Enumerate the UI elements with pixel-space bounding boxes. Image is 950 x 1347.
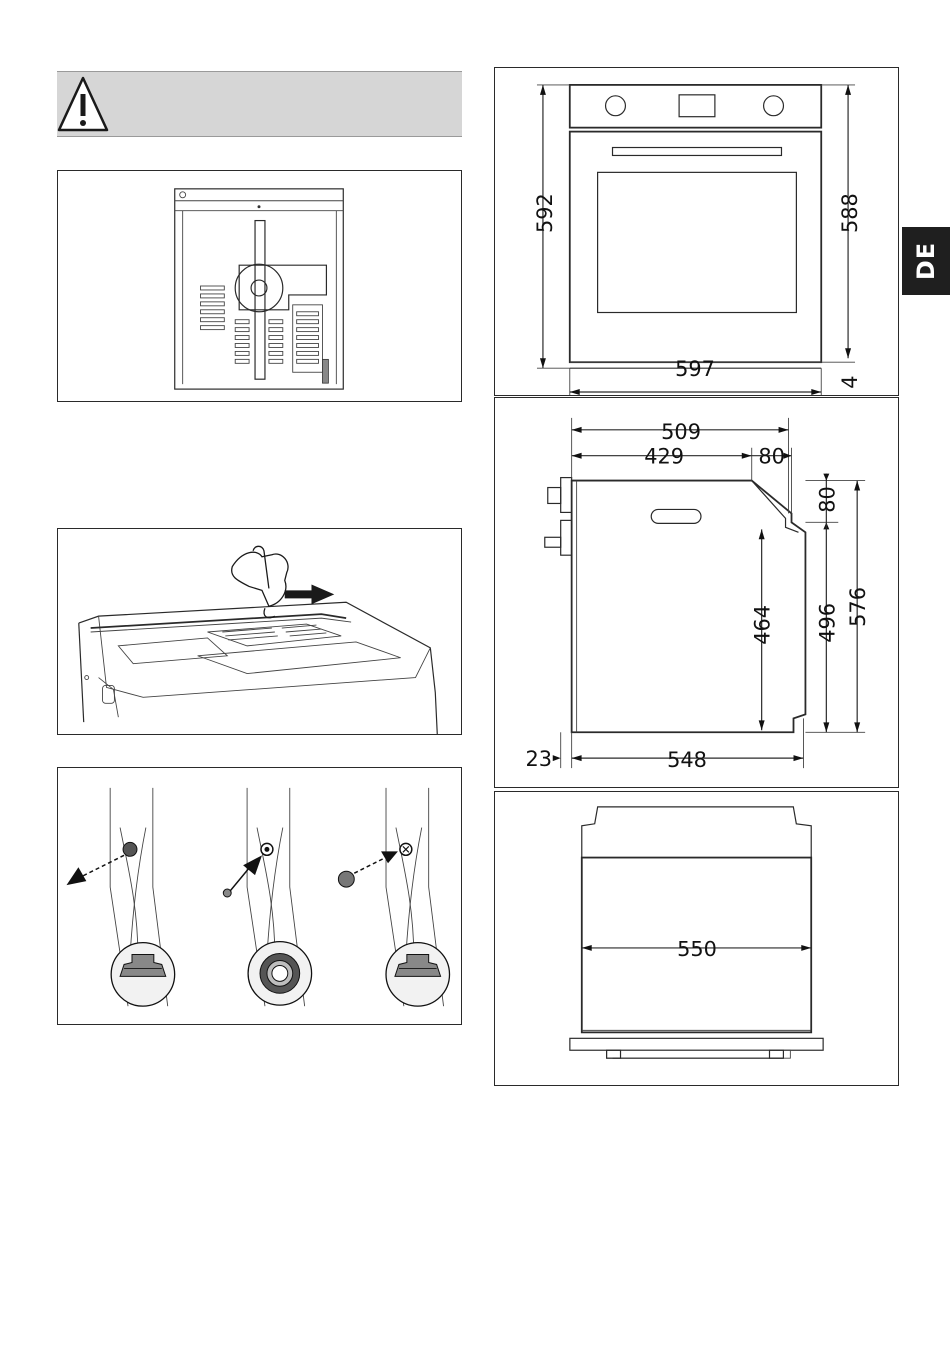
rear-panel-drawing [58,171,461,401]
language-tab-label: DE [912,242,940,280]
figure-top-dimensions: 550 [494,791,899,1086]
front-height-total: 592 [533,193,557,233]
figure-side-dimensions: 509 429 80 80 464 496 576 23 548 [494,397,899,788]
front-width: 597 [675,357,715,381]
side-height-mid: 496 [815,603,839,643]
side-view-drawing: 509 429 80 80 464 496 576 23 548 [495,398,898,787]
top-view-drawing: 550 [495,792,898,1085]
figure-rear-panel [57,170,462,402]
side-depth-step: 80 [758,445,785,469]
figure-top-strip [57,528,462,735]
front-view-drawing: 592 588 4 597 [495,68,898,395]
front-height-base: 4 [838,375,862,388]
side-depth-upper: 429 [644,445,684,469]
warning-triangle-icon [57,72,462,138]
side-height-inner: 464 [751,605,775,645]
side-depth-top: 509 [661,420,701,444]
top-strip-drawing [58,529,461,734]
figure-front-dimensions: 592 588 4 597 [494,67,899,396]
warning-banner [57,71,462,137]
side-height-step: 80 [815,486,839,513]
figure-plug-steps [57,767,462,1025]
front-height-body: 588 [838,193,862,233]
side-front-protrusion: 23 [526,747,553,771]
top-width: 550 [677,937,717,961]
plug-steps-drawing [58,768,461,1024]
side-height-total: 576 [846,587,870,627]
side-depth-bottom: 548 [667,748,707,772]
language-tab: DE [902,227,950,295]
